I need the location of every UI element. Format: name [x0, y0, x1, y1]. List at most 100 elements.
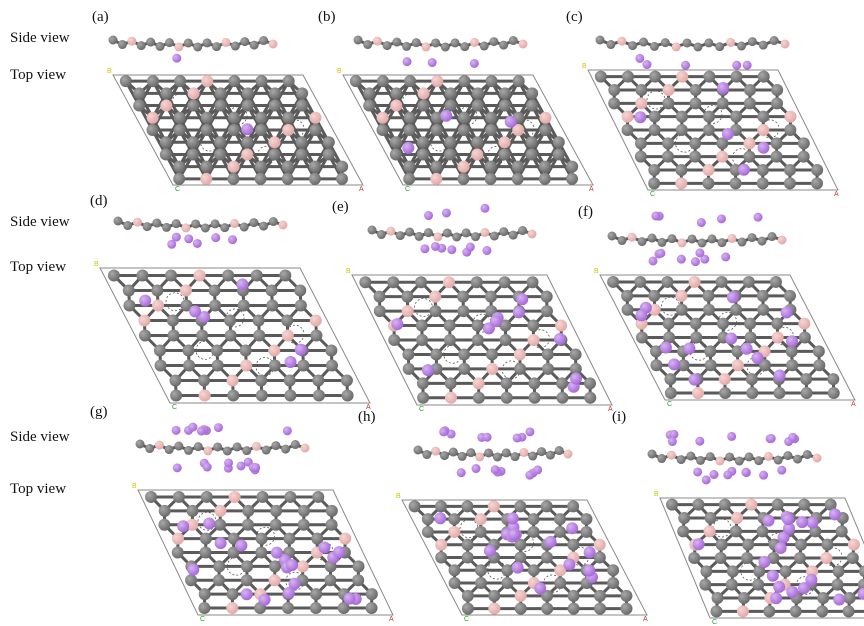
adsorbate-atom: [504, 115, 517, 128]
carbon-atom: [744, 84, 756, 96]
carbon-atom: [135, 439, 145, 449]
carbon-atom: [363, 99, 376, 112]
carbon-atom: [793, 454, 803, 464]
carbon-atom: [282, 111, 295, 124]
adsorbate-atom: [447, 245, 457, 255]
carbon-atom: [514, 362, 527, 375]
carbon-atom: [501, 577, 514, 590]
carbon-atom: [470, 276, 483, 289]
boron-atom: [172, 532, 185, 545]
adsorbate-atom: [716, 214, 726, 224]
carbon-atom: [284, 389, 297, 402]
carbon-atom: [744, 452, 754, 462]
carbon-atom: [413, 445, 423, 455]
boron-atom: [435, 538, 448, 551]
adsorbate-atom: [198, 310, 211, 323]
carbon-atom: [230, 41, 240, 51]
carbon-atom: [402, 348, 415, 361]
carbon-atom: [648, 124, 661, 136]
side-view-panel-f: [607, 211, 787, 267]
adsorbate-atom: [511, 561, 524, 574]
carbon-atom: [376, 230, 386, 240]
adsorbate-atom: [805, 573, 818, 586]
carbon-atom: [661, 150, 674, 163]
boron-atom: [627, 232, 637, 242]
boron-atom: [214, 504, 227, 517]
adsorbate-atom: [688, 373, 701, 386]
carbon-atom: [514, 500, 527, 513]
carbon-atom: [783, 289, 796, 302]
adsorbate-atom: [828, 508, 841, 521]
carbon-atom: [250, 269, 263, 282]
adsorbate-atom: [192, 238, 202, 248]
carbon-atom: [717, 238, 727, 248]
carbon-atom: [661, 275, 674, 288]
carbon-atom: [811, 177, 824, 190]
carbon-atom: [325, 518, 338, 531]
carbon-atom: [461, 500, 474, 513]
adsorbate-atom: [786, 335, 799, 348]
unit-cell-outline: [342, 74, 594, 186]
carbon-atom: [312, 374, 325, 387]
carbon-atom: [757, 303, 770, 316]
adsorbate-atom: [516, 293, 529, 306]
boron-atom: [187, 87, 200, 100]
boron-atom: [593, 538, 606, 551]
carbon-atom: [692, 498, 705, 511]
boron-atom: [820, 552, 833, 564]
adsorbate-atom: [282, 426, 292, 436]
carbon-atom: [153, 344, 166, 357]
boron-atom: [376, 111, 389, 124]
adsorbate-atom: [224, 458, 234, 468]
boron-atom: [757, 124, 770, 136]
carbon-atom: [745, 373, 758, 386]
boron-atom: [635, 97, 648, 110]
carbon-atom: [541, 348, 554, 361]
carbon-atom: [159, 136, 172, 149]
carbon-atom: [758, 40, 768, 50]
adsorbate-atom: [668, 358, 681, 371]
carbon-atom: [620, 602, 633, 615]
axis-label-a: A: [834, 191, 839, 198]
boron-atom: [251, 441, 261, 451]
carbon-atom: [492, 452, 502, 462]
carbon-atom: [527, 525, 540, 538]
adsorbate-atom: [241, 123, 254, 136]
adsorbate-atom: [695, 436, 705, 446]
carbon-atom: [146, 37, 156, 47]
carbon-atom: [567, 538, 580, 551]
carbon-atom: [259, 36, 269, 46]
carbon-atom: [145, 490, 158, 503]
adsorbate-atom: [203, 517, 216, 530]
adsorbate-atom: [236, 278, 249, 291]
side-view-label-row3: Side view: [10, 429, 70, 445]
boron-atom: [421, 42, 431, 52]
carbon-atom: [800, 373, 813, 386]
carbon-atom: [634, 137, 647, 150]
boron-atom: [228, 490, 241, 503]
boron-atom: [386, 226, 396, 236]
boron-atom: [675, 289, 688, 302]
boron-atom: [617, 36, 627, 46]
carbon-atom: [554, 513, 566, 526]
top-view-panel-c: ACB: [582, 63, 839, 198]
boron-atom: [563, 449, 573, 459]
carbon-atom: [704, 359, 717, 372]
axis-label-b: B: [94, 261, 99, 268]
carbon-atom: [779, 565, 792, 578]
carbon-atom: [241, 87, 254, 100]
carbon-atom: [556, 377, 569, 390]
adsorbate-atom: [783, 522, 796, 535]
carbon-atom: [812, 345, 825, 358]
carbon-atom: [133, 99, 146, 112]
carbon-atom: [444, 148, 457, 161]
carbon-atom: [714, 552, 727, 564]
carbon-atom: [461, 538, 474, 551]
adsorbate-atom: [656, 248, 666, 258]
carbon-atom: [647, 233, 657, 243]
carbon-atom: [325, 344, 338, 357]
carbon-atom: [227, 172, 240, 185]
carbon-atom: [737, 592, 750, 604]
carbon-atom: [538, 172, 551, 185]
carbon-atom: [710, 605, 723, 618]
